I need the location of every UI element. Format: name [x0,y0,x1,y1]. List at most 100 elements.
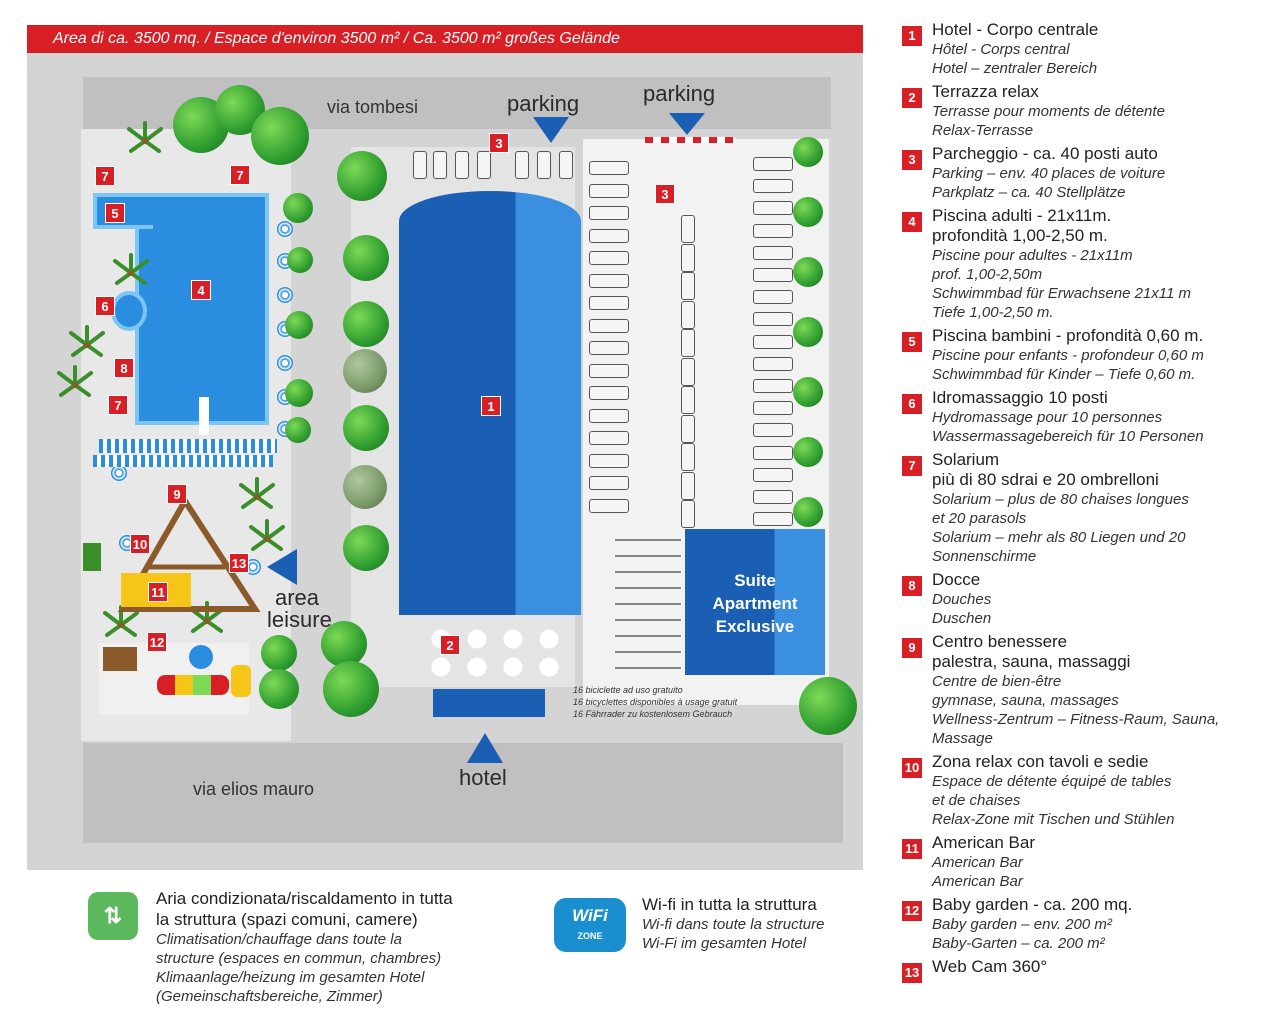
wifi-badge-text: WiFi [572,906,608,925]
map-marker-7: 7 [108,395,128,415]
legend-translation: Schwimmbad für Erwachsene 21x11 m [932,285,1191,302]
parked-car [589,498,629,513]
area-leisure-arrow [267,549,297,585]
tree [793,197,823,227]
umbrella-icon [277,355,293,371]
legend-subtitle: più di 80 sdrai e 20 ombrelloni [932,470,1159,489]
parked-car [753,268,793,282]
legend-translation: American Bar [932,873,1023,890]
umbrella-icon [245,559,261,575]
legend-translation: Parking – env. 40 places de voiture [932,165,1166,182]
legend-title: Piscina bambini - profondità 0,60 m. [932,326,1204,345]
playhouse [103,647,137,671]
legend-translation: Tiefe 1,00-2,50 m. [932,304,1054,321]
parked-car [753,423,793,438]
ac-line-1: Climatisation/chauffage dans toute la [156,931,402,948]
parked-car [589,228,629,243]
legend-title: Hotel - Corpo centrale [932,20,1099,39]
legend-translation: Douches [932,591,992,608]
legend-number: 7 [902,456,922,476]
tree [285,379,313,407]
map-marker-3: 3 [655,184,675,204]
legend-translation: Piscine pour enfants - profondeur 0,60 m [932,347,1204,364]
legend-translation: Espace de détente équipé de tables [932,773,1172,790]
parked-car [515,151,529,179]
map-marker-13: 13 [229,553,249,573]
legend-number: 12 [902,901,922,921]
kids-pool [111,291,147,331]
parked-car [753,401,793,416]
parked-car [753,245,793,260]
palm-tree-icon [67,325,105,361]
air-conditioning-icon: ⇅ [88,892,138,940]
wifi-title: Wi-fi in tutta la struttura [642,895,817,914]
legend-title: Parcheggio - ca. 40 posti auto [932,144,1158,163]
parked-car [681,443,695,471]
legend-translation: et 20 parasols [932,510,1027,527]
legend-title: Solarium [932,450,1000,469]
tree [793,317,823,347]
parked-car [681,414,695,443]
road-via-elios-mauro [83,743,843,843]
hotel-label: hotel [459,765,507,790]
wifi-line-2: Wi-Fi im gesamten Hotel [642,935,807,952]
legend-number: 8 [902,576,922,596]
parking-arrow-1 [533,117,569,143]
legend-title: Terrazza relax [932,82,1039,101]
legend-translation: Solarium – mehr als 80 Liegen und 20 [932,529,1186,546]
parked-car [537,151,551,179]
tree [337,151,387,201]
legend-title: Web Cam 360° [932,957,1048,976]
legend-number: 6 [902,394,922,414]
legend-translation: Centre de bien-être [932,673,1062,690]
legend-number: 10 [902,758,922,778]
parked-car [477,151,491,179]
parked-car [753,512,793,527]
legend-translation: Duschen [932,610,992,627]
legend-translation: gymnase, sauna, massages [932,692,1119,709]
legend-title: Centro benessere [932,632,1068,651]
legend-translation: Baby garden – env. 200 m² [932,916,1112,933]
hotel-arrow [467,733,503,763]
legend-translation: Baby-Garten – ca. 200 m² [932,935,1105,952]
legend-translation: American Bar [932,854,1023,871]
umbrella-icon [277,287,293,303]
parked-car [589,408,629,423]
pool-ladder [199,397,209,435]
tree [793,437,823,467]
suite-apartment-building [685,529,825,675]
parked-car [753,157,793,171]
parked-car [589,363,629,378]
tree [283,193,313,223]
legend-number: 5 [902,332,922,352]
legend-translation: Piscine pour adultes - 21x11m [932,247,1133,264]
umbrella-icon [277,221,293,237]
tree [285,417,311,443]
palm-tree-icon [111,253,149,289]
parked-car [433,151,447,179]
legend-translation: Hydromassage pour 10 personnes [932,409,1163,426]
tree [793,137,823,167]
palm-tree-icon [125,121,163,157]
parked-car [681,300,695,329]
ac-line-4: (Gemeinschaftsbereiche, Zimmer) [156,988,383,1005]
map-marker-1: 1 [481,396,501,416]
hotel-entrance-bar [433,689,545,717]
parked-car [681,329,695,357]
parking-arrow-2 [669,113,705,135]
map-marker-4: 4 [191,280,211,300]
pool-top-extension [93,193,153,229]
tree [323,661,379,717]
play-blocks [157,675,229,695]
parked-car [681,471,695,500]
ball-pit [189,645,213,669]
map-marker-9: 9 [167,484,187,504]
suite-label-3: Exclusive [715,617,795,636]
parked-car [589,341,629,355]
palm-tree-icon [55,365,93,401]
parked-car [753,312,793,327]
